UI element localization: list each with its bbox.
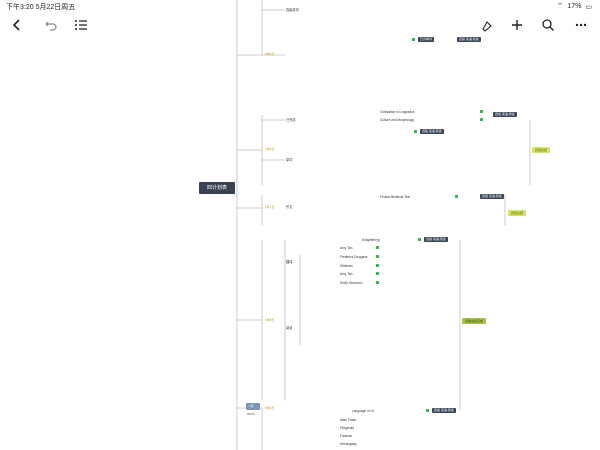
list-item[interactable]: Mark Twain	[340, 418, 357, 422]
wifi-icon: ⌔	[556, 3, 564, 10]
summary-pill[interactable]: 四级 英语 阅读	[493, 112, 517, 117]
check-icon	[418, 238, 421, 241]
link-label[interactable]: Language of Lit	[352, 409, 374, 413]
check-icon	[376, 264, 379, 267]
more-icon[interactable]	[570, 14, 592, 36]
battery-icon: ▭	[585, 3, 592, 11]
check-icon	[426, 409, 429, 412]
summary-pill[interactable]: 四级 英语 阅读	[480, 194, 504, 199]
list-item[interactable]: Fitzgerald	[340, 426, 354, 430]
list-item[interactable]: Faulkner	[340, 434, 353, 438]
check-icon	[376, 281, 379, 284]
battery-percent: 17%	[567, 3, 582, 10]
summary-tag[interactable]: 四级总结	[532, 147, 551, 153]
link-label[interactable]: Civilization in Linguistics	[380, 110, 415, 114]
branch-label[interactable]: 四级单词	[286, 8, 299, 12]
check-icon	[480, 110, 483, 113]
link-label[interactable]: Enlightening	[362, 238, 380, 242]
list-item[interactable]: Amy Tan	[340, 272, 353, 276]
toolbar	[0, 12, 600, 38]
plus-icon[interactable]	[506, 14, 528, 36]
chevron-left-icon[interactable]	[6, 14, 28, 36]
date-label[interactable]: 5月7日	[265, 205, 275, 209]
status-right: ⌔ 17% ▭	[557, 2, 592, 11]
summary-tag[interactable]: 四级总结完成	[462, 318, 487, 324]
date-label[interactable]: 5月9日	[265, 406, 275, 410]
bottom-node-label: 2月	[249, 404, 254, 408]
branch-label[interactable]: 作文	[286, 205, 293, 209]
date-label[interactable]: 5月5日	[265, 52, 275, 56]
list-item[interactable]: Amy Tan	[340, 246, 353, 250]
branch-label[interactable]: 翻译	[286, 260, 293, 264]
summary-tag[interactable]: 四级总结	[508, 210, 527, 216]
summary-pill[interactable]: 四级 英语 阅读	[424, 237, 448, 242]
branch-label[interactable]: 已完成	[286, 118, 296, 122]
date-label[interactable]: 5月6日	[265, 147, 275, 151]
check-icon	[376, 246, 379, 249]
brush-icon[interactable]	[476, 14, 498, 36]
check-icon	[376, 272, 379, 275]
link-label[interactable]: Feudal Medieval Text	[380, 195, 411, 199]
branch-label[interactable]: 单词	[286, 158, 293, 162]
summary-pill[interactable]: 四级 英语 阅读	[432, 408, 456, 413]
check-icon	[480, 118, 483, 121]
check-icon	[455, 195, 458, 198]
list-item[interactable]: Frederick Douglass	[340, 255, 368, 259]
branch-label[interactable]: 阅读	[286, 326, 293, 330]
check-icon	[414, 130, 417, 133]
status-bar: 下午3:20 5月22日周五 ⌔ 17% ▭	[0, 0, 600, 12]
bottom-node[interactable]: 2月	[246, 403, 260, 410]
list-item[interactable]: Emily Dickinson	[340, 281, 363, 285]
summary-pill[interactable]: 四级 英语 阅读	[457, 37, 481, 42]
root-node[interactable]: 四计划表	[199, 182, 235, 194]
summary-pill[interactable]: 四级 英语 阅读	[420, 129, 444, 134]
link-label[interactable]: Culture and Morphology	[380, 118, 415, 122]
check-icon	[376, 255, 379, 258]
summary-pill[interactable]: 已背单词	[418, 37, 435, 42]
status-time: 下午3:20 5月22日周五	[6, 4, 76, 11]
bottom-node-sub: week	[247, 412, 255, 416]
check-icon	[412, 38, 415, 41]
list-item[interactable]: Hemingway	[340, 442, 357, 446]
undo-icon[interactable]	[40, 14, 62, 36]
date-label[interactable]: 5月8日	[265, 318, 275, 322]
list-icon[interactable]	[70, 14, 92, 36]
search-icon[interactable]	[537, 14, 559, 36]
list-item[interactable]: Whitman	[340, 264, 353, 268]
